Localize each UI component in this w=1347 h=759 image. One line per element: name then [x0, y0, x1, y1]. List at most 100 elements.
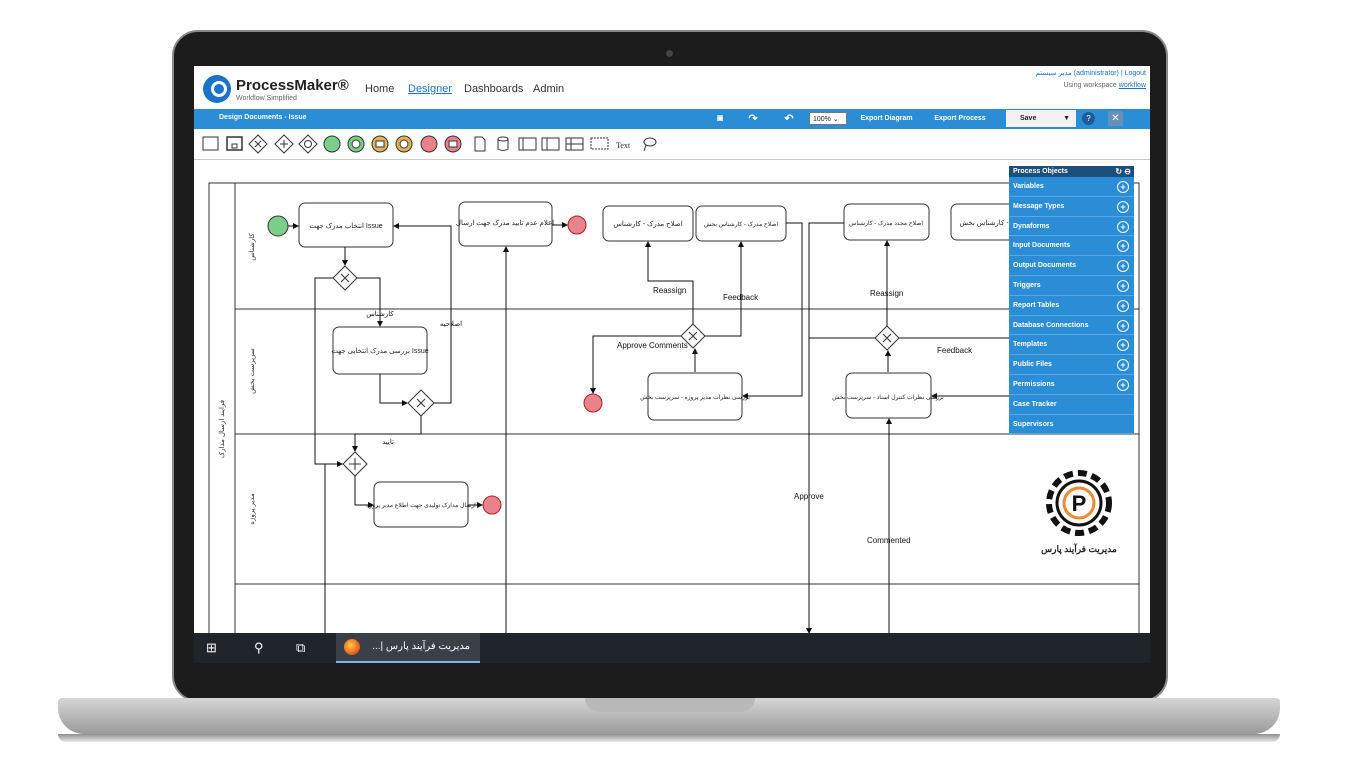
text-annotation-icon[interactable]: Text [616, 141, 631, 150]
message-end-event-icon[interactable] [444, 135, 462, 153]
task-select-document[interactable]: انتخاب مدرک جهت Issue [298, 202, 394, 248]
export-process-button[interactable]: Export Process [934, 115, 986, 122]
nav-admin[interactable]: Admin [533, 83, 565, 95]
save-button[interactable]: Save▼ [1006, 110, 1076, 127]
nav-home[interactable]: Home [365, 83, 395, 95]
task-refix-document[interactable]: اصلاح مجدد مدرک - کارشناس [843, 203, 930, 241]
message-intermediate-event-icon[interactable] [371, 135, 389, 153]
search-icon[interactable]: ⚲ [254, 640, 264, 655]
flow-label-revision: اصلاحیه [440, 320, 462, 328]
brand-watermark: P مدیریت فرآیند پارس [1024, 461, 1134, 561]
firefox-window-button[interactable]: مدیریت فرآیند پارس |... [336, 633, 480, 663]
task-send-documents[interactable]: ارسال مدارک تولیدی جهت اطلاع مدیر پروژه [366, 481, 476, 528]
process-object-database-connections[interactable]: Database Connections + [1009, 316, 1134, 336]
task-review-selected[interactable]: بررسی مدرک انتخابی جهت Issue [331, 326, 429, 375]
add-circle-icon[interactable]: + [1117, 240, 1129, 253]
exclusive-gateway-icon[interactable] [248, 134, 268, 154]
exclusive-gateway-4[interactable] [874, 325, 900, 351]
add-circle-icon[interactable]: + [1117, 260, 1129, 273]
pool-icon[interactable] [518, 137, 537, 151]
pool[interactable] [208, 182, 1140, 633]
lane-title-supervisor: سرپرست بخش [249, 348, 256, 394]
task-view-icon[interactable]: ⧉ [296, 640, 306, 655]
end-event-supervisor[interactable] [583, 393, 603, 413]
task-reject-notice[interactable]: اعلام عدم تایید مدرک جهت ارسال [456, 201, 554, 247]
process-object-input-documents[interactable]: Input Documents+ [1009, 236, 1134, 257]
task-review-dc-comments[interactable]: بررسی نظرات کنترل اسناد - سرپرست بخش [832, 372, 944, 419]
add-circle-icon[interactable]: + [1117, 200, 1129, 213]
process-object-label: Database Connections [1013, 321, 1089, 329]
vertical-pool-icon[interactable] [541, 137, 560, 151]
nav-designer[interactable]: Designer [408, 83, 453, 95]
parallel-gateway-1[interactable] [342, 451, 368, 477]
task-fix-document-dept[interactable]: اصلاح مدرک - کارشناس بخش [695, 205, 787, 242]
end-event-reject[interactable] [567, 215, 587, 235]
add-circle-icon[interactable]: + [1117, 359, 1129, 372]
subprocess-shape-icon[interactable] [226, 136, 243, 151]
task-fix-document[interactable]: اصلاح مدرک - کارشناس [602, 205, 694, 242]
add-circle-icon[interactable]: + [1117, 339, 1129, 352]
process-object-label: Dynaforms [1013, 222, 1050, 230]
close-button[interactable]: ✕ [1108, 111, 1123, 126]
sequence-flows [288, 222, 1009, 633]
exclusive-gateway-3[interactable] [680, 323, 706, 349]
start-event-icon[interactable] [323, 135, 341, 153]
process-object-case-tracker[interactable]: Case Tracker [1009, 395, 1134, 415]
task-shape-icon[interactable] [202, 136, 219, 151]
user-info-logout[interactable]: مدیر سیستم (administrator) | Logout [1035, 70, 1146, 77]
process-object-supervisors[interactable]: Supervisors [1009, 415, 1134, 435]
help-button[interactable]: ? [1082, 112, 1095, 125]
process-object-public-files[interactable]: Public Files+ [1009, 355, 1134, 375]
redo-icon[interactable]: ↷ [748, 113, 758, 125]
diagram-canvas[interactable]: فرایند ارسال مدارک کارشناس سرپرست بخش مد… [194, 159, 1150, 633]
task-dept-expert[interactable]: کارشناس بخش - [950, 203, 1022, 241]
process-object-output-documents[interactable]: Output Documents+ [1009, 256, 1134, 276]
end-event-send[interactable] [482, 495, 502, 515]
exclusive-gateway-2[interactable] [407, 389, 435, 417]
parallel-gateway-icon[interactable] [274, 134, 294, 154]
task-label: ارسال مدارک تولیدی جهت اطلاع مدیر پروژه [366, 502, 476, 509]
fit-view-icon[interactable]: ▣ [716, 115, 724, 122]
windows-start-icon[interactable]: ⊞ [206, 640, 217, 655]
lasso-icon[interactable] [643, 137, 657, 152]
process-object-variables[interactable]: Variables+ [1009, 177, 1134, 197]
nav-dashboards[interactable]: Dashboards [464, 83, 524, 95]
process-object-triggers[interactable]: Triggers+ [1009, 276, 1134, 296]
data-store-icon[interactable] [497, 136, 509, 151]
refresh-icon[interactable]: ↻ [1115, 167, 1123, 176]
process-object-message-types[interactable]: Message Types + [1009, 197, 1134, 217]
process-object-report-tables[interactable]: Report Tables + [1009, 296, 1134, 316]
logo-title: ProcessMaker® [236, 77, 349, 94]
exclusive-gateway-1[interactable] [332, 265, 358, 291]
process-object-dynaforms[interactable]: Dynaforms + [1009, 217, 1134, 237]
add-circle-icon[interactable]: + [1117, 279, 1129, 292]
export-diagram-button[interactable]: Export Diagram [860, 115, 913, 122]
add-circle-icon[interactable]: + [1117, 299, 1129, 312]
add-circle-icon[interactable]: + [1117, 220, 1129, 233]
timer-start-event-icon[interactable] [347, 135, 365, 153]
zoom-select[interactable]: 100% ⌄ [809, 112, 847, 125]
add-circle-icon[interactable]: + [1117, 378, 1129, 391]
undo-icon[interactable]: ↶ [784, 113, 794, 125]
group-icon[interactable] [590, 137, 609, 150]
end-event-icon[interactable] [420, 135, 438, 153]
inclusive-gateway-icon[interactable] [298, 134, 318, 154]
lane-icon[interactable] [565, 137, 584, 151]
add-circle-icon[interactable]: + [1117, 319, 1129, 332]
process-object-label: Templates [1013, 341, 1048, 349]
task-review-pm-comments[interactable]: بررسی نظرات مدیر پروژه - سرپرست بخش [640, 372, 750, 421]
process-object-label: Message Types [1013, 202, 1065, 210]
task-label: اصلاح مجدد مدرک - کارشناس [849, 220, 923, 227]
process-objects-title: Process Objects [1013, 168, 1068, 175]
save-dropdown-icon[interactable]: ▼ [1063, 115, 1070, 122]
collapse-icon[interactable]: ⊖ [1124, 167, 1131, 176]
workspace-name[interactable]: workflow [1118, 82, 1146, 89]
add-circle-icon[interactable]: + [1117, 181, 1129, 193]
process-object-templates[interactable]: Templates + [1009, 335, 1134, 356]
process-object-label: Report Tables [1013, 301, 1060, 309]
timer-intermediate-event-icon[interactable] [395, 135, 413, 153]
start-event[interactable] [267, 215, 289, 237]
process-object-permissions[interactable]: Permissions+ [1009, 375, 1134, 395]
data-object-icon[interactable] [474, 136, 486, 152]
flow-label-feedback-2: Feedback [937, 346, 973, 355]
